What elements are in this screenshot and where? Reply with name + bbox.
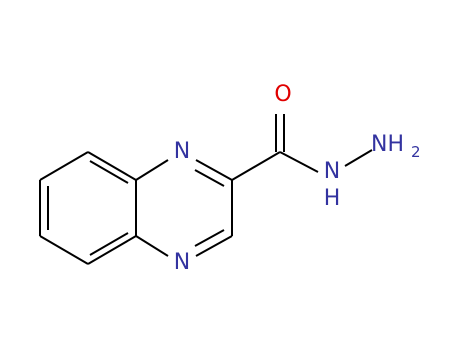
bond-double-c6-c5-inner xyxy=(89,232,129,256)
carbohydrazide-group xyxy=(231,114,373,181)
atom-label-nh2: NH 2 xyxy=(371,132,421,161)
bond-c8a-c8 xyxy=(39,151,89,181)
bond-n4-c4a xyxy=(135,235,169,257)
bond-c3-n4 xyxy=(195,235,233,257)
atom-label-nh2-main: NH xyxy=(371,132,404,157)
bond-double-n1-c2-inner xyxy=(194,169,225,187)
bond-double-c3-n4-inner xyxy=(194,229,225,247)
benzene-ring xyxy=(39,151,137,265)
bond-c6-c5 xyxy=(87,235,137,265)
atom-label-n4: N xyxy=(174,250,190,275)
bond-double-c4a-c8a-inner xyxy=(89,160,129,184)
bond-n1-c2 xyxy=(195,159,233,181)
atom-label-nh2-subscript: 2 xyxy=(411,143,421,161)
atom-label-oxygen: O xyxy=(274,82,291,107)
bond-c2-carbonyl xyxy=(231,151,281,181)
atom-label-n1: N xyxy=(174,139,190,164)
bond-c7-c6 xyxy=(39,235,89,265)
bond-carbonyl-n xyxy=(279,151,319,173)
bond-c4a-c8a xyxy=(87,151,137,181)
bond-n-n xyxy=(344,149,373,167)
pyrazine-ring xyxy=(135,159,233,257)
atom-label-nh-h: H xyxy=(324,186,341,211)
bond-c8a-n1 xyxy=(135,159,169,181)
atom-label-nh-n: N xyxy=(324,159,340,184)
